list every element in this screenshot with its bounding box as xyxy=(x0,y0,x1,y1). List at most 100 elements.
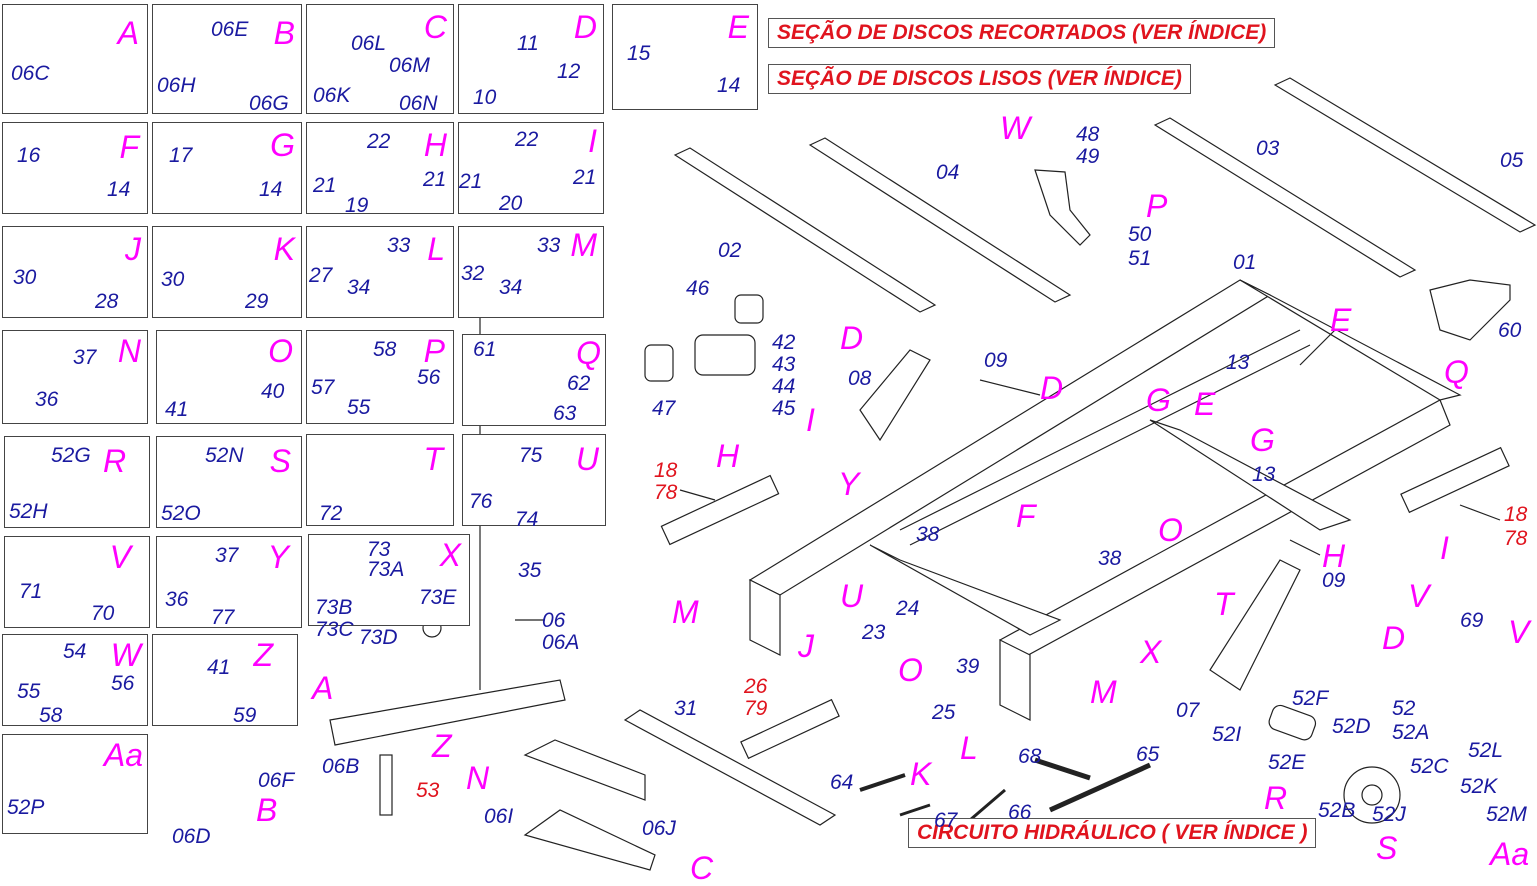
label-60: 60 xyxy=(1498,319,1522,342)
part-label: 62 xyxy=(567,372,591,395)
box-letter: T xyxy=(423,441,443,477)
part-label: 14 xyxy=(107,178,131,201)
label-45: 45 xyxy=(772,397,796,420)
part-label: 27 xyxy=(309,264,333,287)
callout-hidraulico-link[interactable]: CIRCUITO HIDRÁULICO ( VER ÍNDICE ) xyxy=(908,818,1317,848)
box-M: M 33 32 34 xyxy=(458,226,604,318)
label-D2: D xyxy=(1040,370,1064,406)
part-label: 40 xyxy=(261,380,285,403)
label-38b: 38 xyxy=(1098,547,1122,570)
part-label: 15 xyxy=(627,42,651,65)
part-label: 63 xyxy=(553,402,577,425)
label-52I: 52I xyxy=(1212,723,1242,746)
label-66: 66 xyxy=(1008,801,1032,824)
box-letter: D xyxy=(573,9,597,45)
box-V: V 71 70 xyxy=(4,536,150,628)
part-label: 28 xyxy=(95,290,119,313)
part-label: 54 xyxy=(63,640,87,663)
label-78a: 78 xyxy=(654,481,678,504)
label-23: 23 xyxy=(862,621,886,644)
box-R: R 52G 52H xyxy=(4,436,150,528)
box-K: K 30 29 xyxy=(152,226,302,318)
label-06D: 06D xyxy=(172,825,211,848)
part-label: 55 xyxy=(17,680,41,703)
box-letter: W xyxy=(110,637,141,673)
label-52C: 52C xyxy=(1410,755,1449,778)
callout-lisos-link[interactable]: SEÇÃO DE DISCOS LISOS (VER ÍNDICE) xyxy=(768,64,1191,94)
label-I2: I xyxy=(1440,530,1449,566)
label-D3: D xyxy=(1382,620,1406,656)
part-label: 21 xyxy=(459,170,483,193)
part-label: 14 xyxy=(259,178,283,201)
box-Q: Q 61 62 63 xyxy=(462,334,606,426)
label-78b: 78 xyxy=(1504,527,1528,550)
label-52E: 52E xyxy=(1268,751,1306,774)
box-letter: C xyxy=(423,9,447,45)
label-18a: 18 xyxy=(654,459,678,482)
part-label: 06C xyxy=(11,62,50,85)
label-Aa: Aa xyxy=(1490,836,1530,872)
box-G: G 17 14 xyxy=(152,122,302,214)
label-G1: G xyxy=(1146,382,1171,418)
box-letter: P xyxy=(423,333,445,369)
label-T: T xyxy=(1214,586,1234,622)
part-label: 52O xyxy=(161,502,201,525)
box-letter: H xyxy=(423,127,447,163)
part-label: 33 xyxy=(537,234,561,257)
label-04: 04 xyxy=(936,161,960,184)
part-label: 37 xyxy=(73,346,97,369)
label-13b: 13 xyxy=(1252,463,1276,486)
part-label: 73D xyxy=(359,626,398,649)
label-65: 65 xyxy=(1136,743,1160,766)
label-F: F xyxy=(1016,498,1036,534)
toolbar-03-drawing xyxy=(1153,117,1417,278)
box-letter: U xyxy=(575,441,599,477)
box-U: U 75 76 74 xyxy=(462,434,606,530)
box-letter: L xyxy=(427,231,445,267)
part-label: 52H xyxy=(9,500,48,523)
label-69: 69 xyxy=(1460,609,1484,632)
part-label: 14 xyxy=(717,74,741,97)
box-letter: J xyxy=(125,231,141,267)
part-label: 55 xyxy=(347,396,371,419)
label-06B: 06B xyxy=(322,755,360,778)
label-38a: 38 xyxy=(916,523,940,546)
label-24: 24 xyxy=(896,597,920,620)
label-E2: E xyxy=(1194,386,1216,422)
label-13a: 13 xyxy=(1226,351,1250,374)
box-T: T 72 xyxy=(306,434,454,526)
label-V1: V xyxy=(1408,578,1430,614)
label-09b: 09 xyxy=(1322,569,1346,592)
box-letter: Y xyxy=(267,539,289,575)
part-label: 11 xyxy=(517,32,539,55)
label-52: 52 xyxy=(1392,697,1416,720)
label-42: 42 xyxy=(772,331,796,354)
label-06A: 06A xyxy=(542,631,580,654)
label-52A: 52A xyxy=(1392,721,1430,744)
part-label: 06K xyxy=(313,84,351,107)
part-label: 73A xyxy=(367,558,405,581)
box-H: H 22 21 21 19 xyxy=(306,122,454,216)
label-79: 79 xyxy=(744,697,768,720)
label-X: X xyxy=(1140,634,1162,670)
box-letter: B xyxy=(273,15,295,51)
part-label: 76 xyxy=(469,490,493,513)
part-label: 16 xyxy=(17,144,41,167)
label-L: L xyxy=(960,730,978,766)
box-A: A 06C xyxy=(2,4,148,114)
part-label: 52P xyxy=(7,796,45,819)
toolbar-02-drawing xyxy=(673,147,937,313)
part-label: 77 xyxy=(211,606,235,629)
toolbar-05-drawing xyxy=(1273,77,1537,233)
label-E1: E xyxy=(1330,302,1352,338)
part-label: 52G xyxy=(51,444,91,467)
callout-recortados-link[interactable]: SEÇÃO DE DISCOS RECORTADOS (VER ÍNDICE) xyxy=(768,18,1276,48)
part-label: 06H xyxy=(157,74,196,97)
label-V2: V xyxy=(1508,614,1530,650)
label-06J: 06J xyxy=(642,817,676,840)
part-label: 33 xyxy=(387,234,411,257)
label-N: N xyxy=(466,760,490,796)
label-67: 67 xyxy=(934,809,958,832)
part-label: 74 xyxy=(515,508,539,531)
box-S: S 52N 52O xyxy=(156,436,302,528)
